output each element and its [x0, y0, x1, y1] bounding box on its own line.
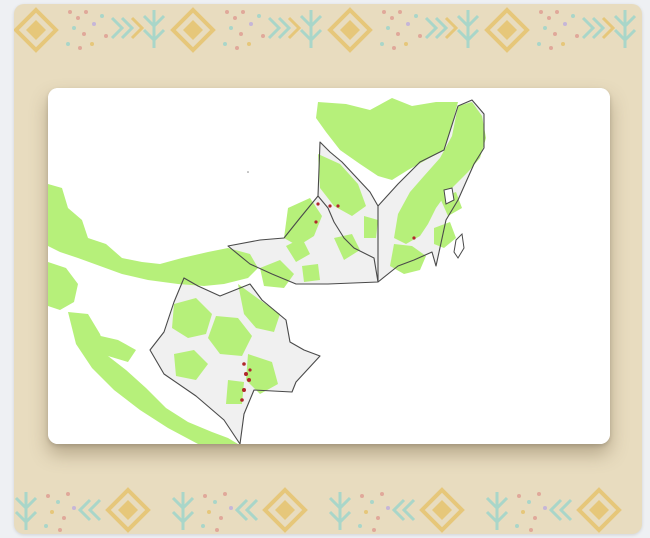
- diamond-ornament: [105, 487, 151, 533]
- arrow-ornament: [142, 10, 166, 48]
- coastline-islands: [443, 187, 465, 259]
- top-decorative-pattern: [14, 7, 637, 53]
- dot-cluster: [44, 492, 76, 532]
- map-card: [48, 88, 610, 444]
- dot-cluster: [66, 10, 108, 50]
- decorative-frame: [14, 4, 642, 534]
- forest-cover-layer: [48, 98, 486, 444]
- state-outline-quintana-roo: [377, 99, 485, 283]
- forest-cover-map: [48, 88, 610, 444]
- arrow-ornament: [14, 492, 38, 530]
- diamond-ornament: [14, 7, 59, 53]
- state-outline-tabasco: [227, 195, 379, 285]
- point-markers: [240, 202, 416, 402]
- state-outline-chiapas: [149, 277, 321, 444]
- chevron-ornament: [77, 498, 102, 522]
- state-outlines: [149, 99, 485, 444]
- bottom-decorative-pattern: [14, 487, 621, 534]
- chevron-ornament: [110, 16, 145, 40]
